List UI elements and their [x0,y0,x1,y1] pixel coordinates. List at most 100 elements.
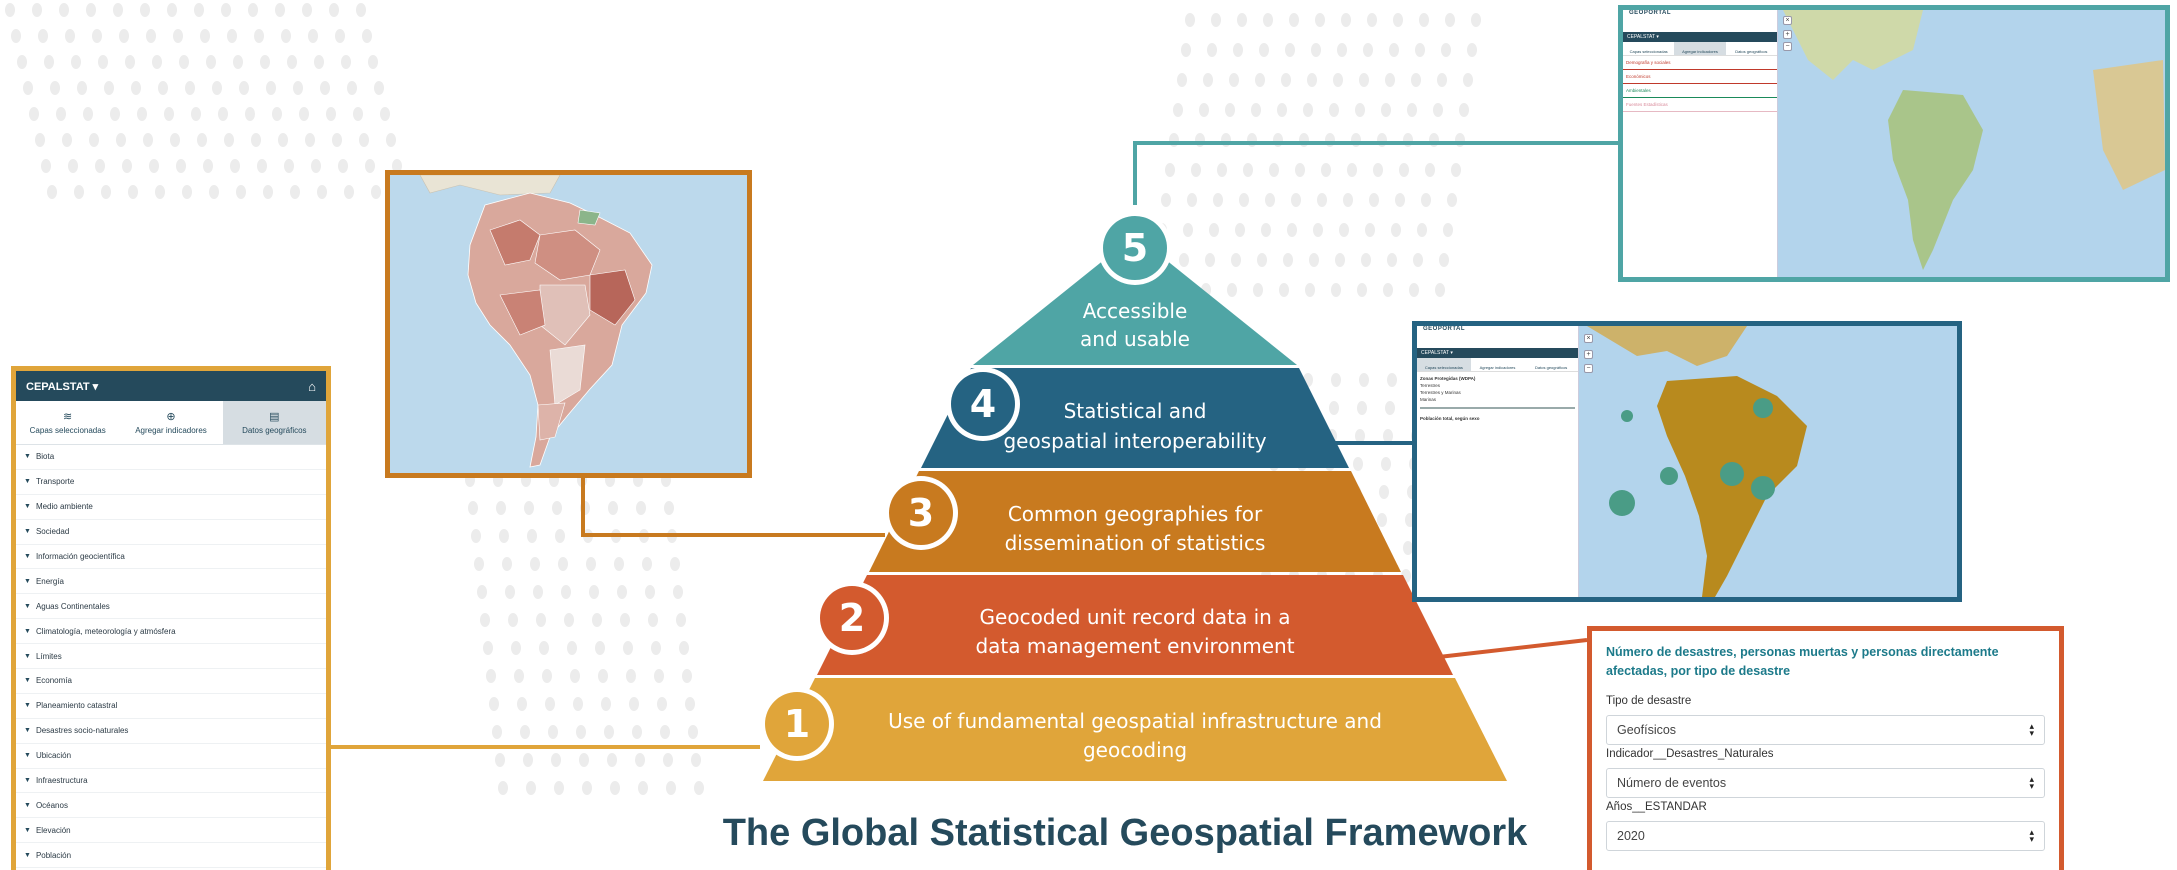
framework-title: The Global Statistical Geospatial Framew… [723,812,1528,854]
mini-tab-1[interactable]: Capas seleccionadas [1629,49,1668,54]
category-item[interactable]: ▼Medio ambiente [16,495,326,520]
category-item[interactable]: ▼ Población [16,843,326,869]
tab-geographic-data[interactable]: ▤Datos geográficos [222,401,326,444]
interop-tab-2[interactable]: Agregar indicadores [1479,365,1516,370]
category-label: Población [35,850,72,860]
category-item[interactable]: ▼Ubicación [16,744,326,769]
category-label: Climatología, meteorología y atmósfera [35,626,176,636]
tier-5 [973,235,1297,365]
category-item[interactable]: ▼ Planeamiento catastral [16,694,326,719]
category-label: Biota [35,452,55,462]
tier-3-text-1: Common geographies for [1008,502,1263,526]
category-item[interactable]: ▼Límites [16,644,326,670]
zoom-out-icon[interactable]: − [1584,364,1593,373]
badge-2: 2 [815,581,889,655]
expand-caret-icon: ▼ [24,777,31,785]
close-icon[interactable]: × [1783,16,1792,25]
indicator-title: Número de desastres, personas muertas y … [1606,645,1999,678]
tier-2 [817,575,1453,675]
category-sources[interactable]: Fuentes Estadísticas [1623,98,1777,112]
expand-caret-icon: ▼ [24,553,31,560]
category-social[interactable]: Demografía y sociales [1623,56,1777,70]
category-item[interactable]: ▼Aguas Continentales [16,594,326,620]
category-label: Planeamiento catastral [35,701,118,711]
expand-caret-icon: ▼ [24,677,31,685]
interoperability-map-view[interactable]: GEOPORTAL CEPALSTAT ▾ Capas seleccionada… [1412,321,1962,602]
interop-tab-1[interactable]: Capas seleccionadas [1417,358,1471,371]
badge-5: 5 [1098,211,1172,285]
badge-3: 3 [884,476,958,550]
category-item[interactable]: ▼Información geocientífica [16,545,326,570]
interop-sidebar: GEOPORTAL CEPALSTAT ▾ Capas seleccionada… [1417,326,1579,597]
mini-tab-2[interactable]: Agregar indicadores [1674,42,1726,55]
connector-level-5 [1133,141,1620,205]
category-list: ▼Biota▼Transporte▼Medio ambiente▼Socieda… [16,445,326,869]
tier-1-text-1: Use of fundamental geospatial infrastruc… [888,709,1382,733]
year-select[interactable]: 2020 ▴▾ [1606,821,2045,851]
choropleth-map[interactable] [385,170,752,478]
category-item[interactable]: ▼Sociedad [16,520,326,545]
category-label: Elevación [35,825,71,835]
tier-3 [869,471,1401,572]
legend-terrestrial-marine: Terrestres y Marinas [1420,390,1461,395]
tier-4-text-1: Statistical and [1064,399,1207,423]
geoportal-sidebar: GEOPORTAL CEPALSTAT ▾ Capas seleccionada… [1623,10,1778,277]
category-item[interactable]: ▼Biota [16,445,326,470]
close-icon[interactable]: × [1584,334,1593,343]
category-item[interactable]: ▼Océanos [16,793,326,819]
expand-caret-icon: ▼ [24,727,31,735]
expand-caret-icon: ▼ [24,503,31,511]
geoportal-tabs: Capas seleccionadas Agregar indicadores … [1623,42,1777,56]
brand-menu[interactable]: CEPALSTAT ▾ [26,380,99,393]
interop-menu-bar[interactable]: CEPALSTAT ▾ [1417,348,1578,358]
add-indicator-icon: ⊕ [166,411,176,423]
layer-protected-areas: Zonas Protegidas (WDPA) [1420,376,1476,381]
tier-2-text-2: data management environment [975,634,1294,658]
layers-icon: ≋ [63,411,73,423]
badge-1: 1 [760,687,834,761]
zoom-in-icon[interactable]: + [1584,350,1593,359]
tier-1-text-2: geocoding [1083,738,1187,762]
category-label: Océanos [35,800,68,810]
category-label: Energía [35,576,64,586]
expand-caret-icon: ▼ [24,702,31,710]
mini-tab-3[interactable]: Datos geográficos [1735,49,1768,54]
svg-text:1: 1 [784,702,810,746]
category-item[interactable]: ▼Economía [16,669,326,694]
book-icon: ▤ [269,411,280,423]
tier-4-text-2: geospatial interoperability [1003,429,1266,453]
category-environmental[interactable]: Ambientales [1623,84,1777,98]
category-item[interactable]: ▼Desastres socio-naturales [16,719,326,744]
tab-add-indicators[interactable]: ⊕Agregar indicadores [135,411,207,435]
category-label: Sociedad [35,527,70,537]
zoom-out-icon[interactable]: − [1783,42,1792,51]
indicator-select[interactable]: Número de eventos ▴▾ [1606,768,2045,798]
opacity-slider[interactable] [1420,407,1575,409]
select-arrows-icon: ▴▾ [2029,774,2034,791]
tier-5-text-2: and usable [1080,327,1190,351]
home-icon[interactable]: ⌂ [308,378,316,394]
tab-selected-layers[interactable]: ≋Capas seleccionadas [29,411,106,435]
geoportal-map-view[interactable]: GEOPORTAL CEPALSTAT ▾ Capas seleccionada… [1618,5,2170,282]
category-item[interactable]: ▼Energía [16,569,326,595]
interop-tabs: Capas seleccionadas Agregar indicadores … [1417,358,1578,372]
zoom-in-icon[interactable]: + [1783,30,1792,39]
category-item[interactable]: ▼Transporte [16,470,326,495]
select-arrows-icon: ▴▾ [2029,721,2034,738]
interop-tab-3[interactable]: Datos geográficos [1535,365,1568,370]
interop-logo: GEOPORTAL [1417,326,1578,348]
expand-caret-icon: ▼ [24,478,31,486]
category-economic[interactable]: Económicos [1623,70,1777,84]
category-item[interactable]: ▼Infraestructura [16,769,326,794]
svg-text:2: 2 [839,596,865,640]
tier-1 [763,678,1507,781]
disaster-type-select[interactable]: Geofísicos ▴▾ [1606,715,2045,745]
expand-caret-icon: ▼ [24,851,31,859]
indicator-label: Indicador__Desastres_Naturales [1606,748,1774,760]
category-item[interactable]: ▼Elevación [16,818,326,844]
geoportal-menu-bar[interactable]: CEPALSTAT ▾ [1623,32,1777,42]
category-item[interactable]: ▼Climatología, meteorología y atmósfera [16,619,326,645]
connector-level-3 [581,478,885,537]
